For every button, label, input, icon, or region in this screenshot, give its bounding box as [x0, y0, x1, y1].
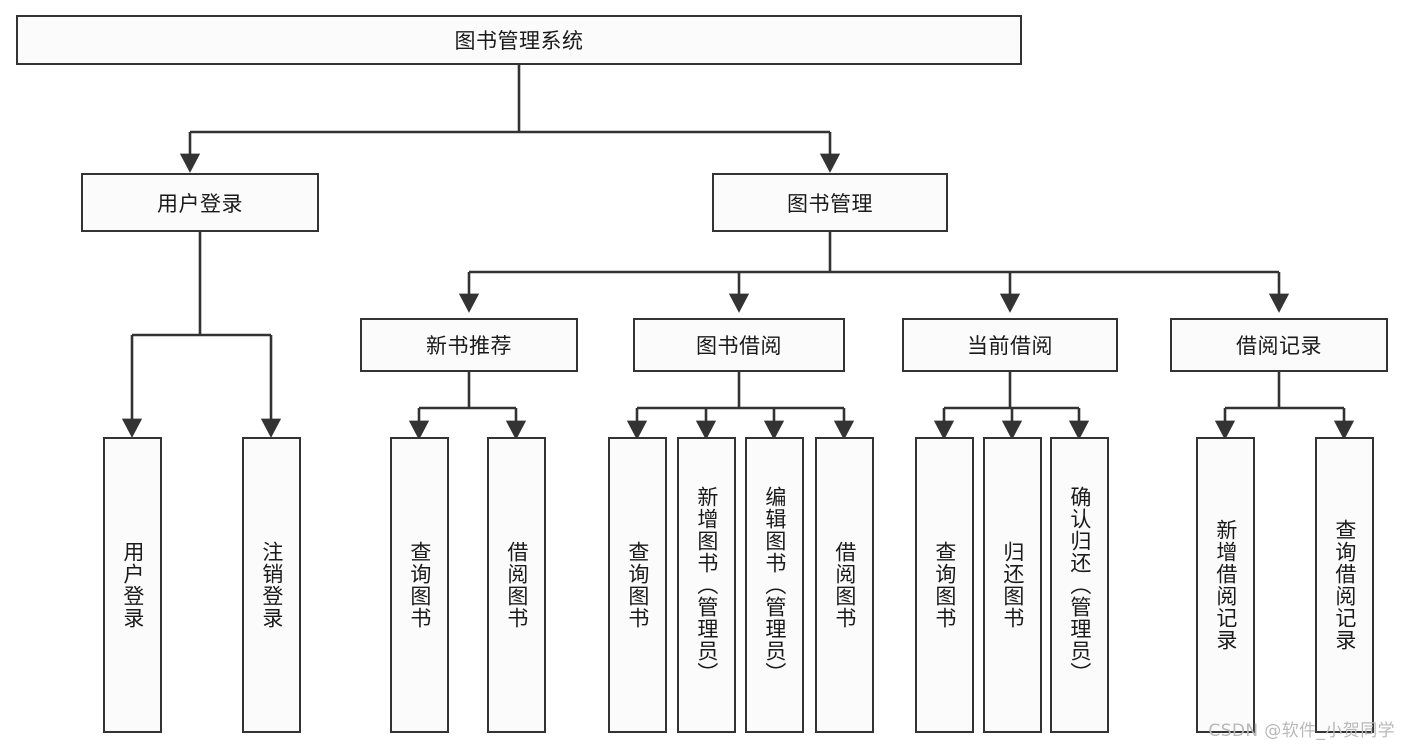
- node-leaf-edit-book[interactable]: 编辑图书（管理员）: [745, 437, 804, 733]
- node-leaf-confirm-return-label: 确认归还（管理员）: [1067, 486, 1092, 684]
- node-leaf-query-book-1-label: 查询图书: [407, 541, 432, 629]
- csdn-watermark: CSDN @软件_小贺同学: [1208, 721, 1395, 741]
- node-leaf-user-login-label: 用户登录: [120, 541, 145, 629]
- node-leaf-add-book-label: 新增图书（管理员）: [694, 486, 719, 684]
- node-leaf-borrow-book-2[interactable]: 借阅图书: [815, 437, 874, 733]
- node-root[interactable]: 图书管理系统: [16, 15, 1022, 65]
- node-leaf-return-book-label: 归还图书: [1000, 541, 1025, 629]
- node-leaf-borrow-book-1[interactable]: 借阅图书: [487, 437, 546, 733]
- node-book-borrow[interactable]: 图书借阅: [633, 318, 845, 372]
- node-new-book-rec[interactable]: 新书推荐: [360, 318, 578, 372]
- node-user-login-label: 用户登录: [157, 191, 243, 216]
- node-leaf-query-book-2-label: 查询图书: [625, 541, 650, 629]
- node-root-label: 图书管理系统: [454, 29, 584, 53]
- node-leaf-add-record-label: 新增借阅记录: [1213, 519, 1238, 651]
- node-book-manage-label: 图书管理: [787, 191, 873, 216]
- node-leaf-borrow-book-1-label: 借阅图书: [504, 541, 529, 629]
- node-leaf-logout-label: 注销登录: [259, 541, 284, 629]
- node-leaf-return-book[interactable]: 归还图书: [983, 437, 1042, 733]
- node-current-borrow-label: 当前借阅: [967, 334, 1053, 358]
- node-leaf-query-book-1[interactable]: 查询图书: [390, 437, 449, 733]
- node-leaf-query-book-2[interactable]: 查询图书: [608, 437, 667, 733]
- node-current-borrow[interactable]: 当前借阅: [902, 318, 1118, 372]
- node-leaf-query-record[interactable]: 查询借阅记录: [1315, 437, 1374, 733]
- node-borrow-record-label: 借阅记录: [1236, 334, 1322, 358]
- node-leaf-user-login[interactable]: 用户登录: [103, 437, 162, 733]
- node-leaf-add-record[interactable]: 新增借阅记录: [1196, 437, 1255, 733]
- node-leaf-query-record-label: 查询借阅记录: [1332, 519, 1357, 651]
- node-book-borrow-label: 图书借阅: [696, 334, 782, 358]
- node-leaf-borrow-book-2-label: 借阅图书: [832, 541, 857, 629]
- node-user-login[interactable]: 用户登录: [81, 173, 319, 232]
- node-leaf-edit-book-label: 编辑图书（管理员）: [762, 486, 787, 684]
- node-new-book-rec-label: 新书推荐: [426, 334, 512, 358]
- node-leaf-confirm-return[interactable]: 确认归还（管理员）: [1050, 437, 1109, 733]
- node-book-manage[interactable]: 图书管理: [712, 173, 948, 232]
- node-leaf-logout[interactable]: 注销登录: [242, 437, 301, 733]
- node-borrow-record[interactable]: 借阅记录: [1170, 318, 1388, 372]
- node-leaf-query-book-3-label: 查询图书: [932, 541, 957, 629]
- node-leaf-add-book[interactable]: 新增图书（管理员）: [677, 437, 736, 733]
- node-leaf-query-book-3[interactable]: 查询图书: [915, 437, 974, 733]
